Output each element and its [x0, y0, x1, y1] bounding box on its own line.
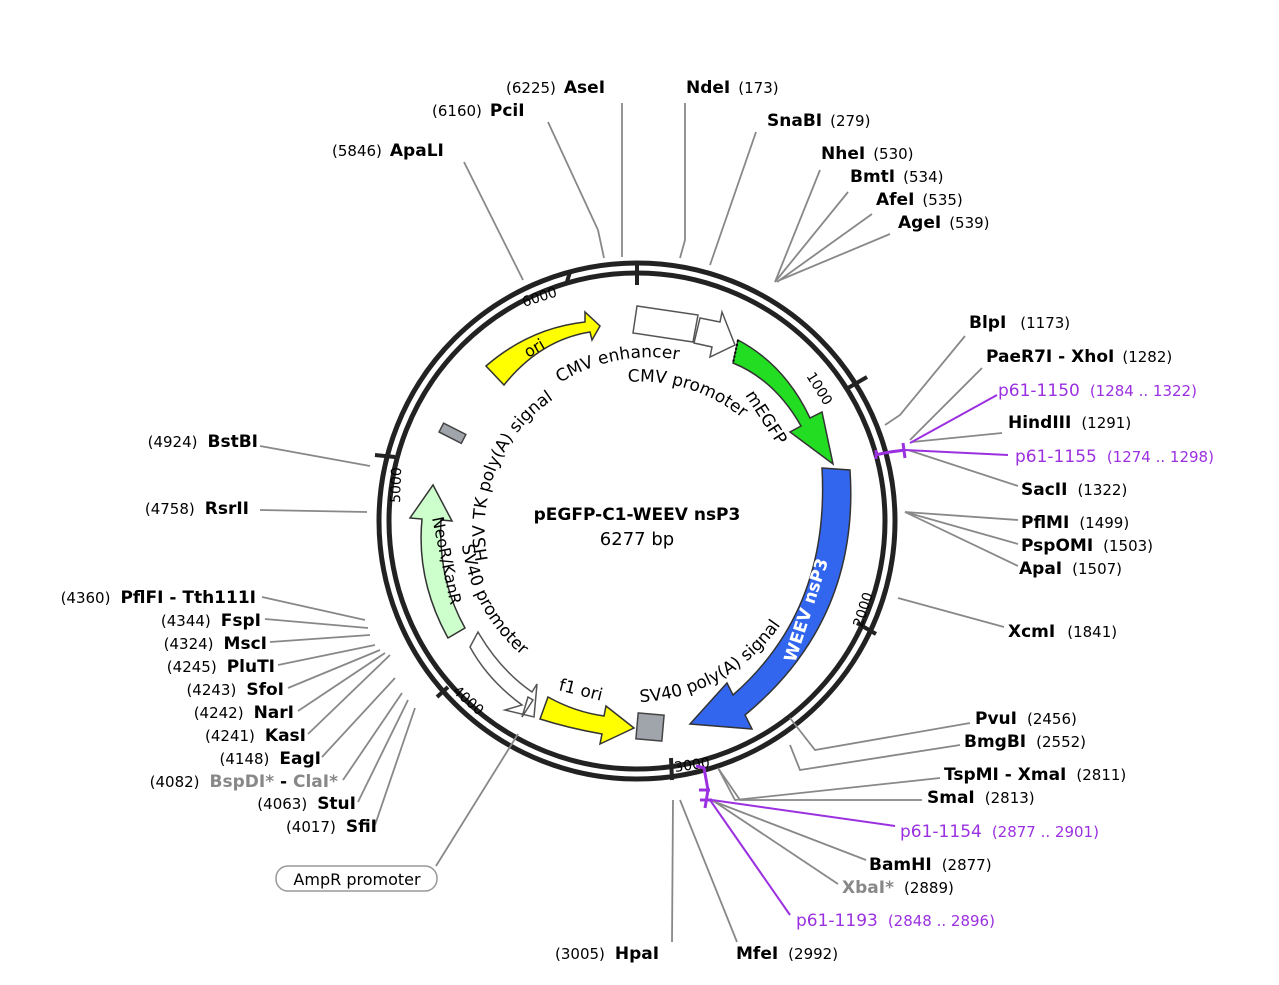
site-bamhi[interactable]: BamHI(2877) [869, 855, 992, 875]
label-f1-ori: f1 ori [557, 675, 605, 705]
tick-label-3000: 3000 [673, 755, 711, 776]
primer-p61-1150[interactable]: p61-1150(1284 .. 1322) [998, 381, 1197, 401]
site-eagi[interactable]: (4148)EagI [220, 749, 321, 769]
primer-p61-1193[interactable]: p61-1193(2848 .. 2896) [796, 911, 995, 931]
site-nari[interactable]: (4242)NarI [194, 703, 294, 723]
site-apai[interactable]: ApaI(1507) [1019, 559, 1122, 579]
primer-p61-1154[interactable]: p61-1154(2877 .. 2901) [900, 822, 1099, 842]
site-bmgbi[interactable]: BmgBI(2552) [964, 732, 1086, 752]
feature-cmv-enhancer[interactable] [632, 305, 699, 343]
tick-label-5000: 5000 [388, 467, 405, 503]
site-sfii[interactable]: (4017)SfiI [286, 817, 377, 837]
feature-ori[interactable] [484, 310, 601, 387]
site-afei[interactable]: AfeI(535) [876, 190, 963, 210]
site-paer7i-xhoi[interactable]: PaeR7I - XhoI(1282) [986, 347, 1172, 367]
tick-1000 [846, 375, 869, 390]
site-ndei[interactable]: NdeI(173) [686, 78, 779, 98]
svg-text:SV40 promoter: SV40 promoter [457, 543, 532, 660]
label-cmv-promoter: CMV promoter [627, 366, 751, 422]
site-rsrii[interactable]: (4758)RsrII [145, 499, 249, 519]
plasmid-name: pEGFP-C1-WEEV nsP3 [534, 505, 741, 525]
ampr-promoter-box[interactable]: AmpR promoter [275, 865, 438, 892]
site-tspmi-xmai[interactable]: TspMI - XmaI(2811) [944, 765, 1126, 785]
feature-f1-small[interactable] [521, 695, 535, 718]
primer-p61-1155[interactable]: p61-1155(1274 .. 1298) [1015, 447, 1214, 467]
tick-3000 [669, 757, 674, 781]
feature-cmv-promoter[interactable] [693, 309, 736, 359]
site-hindiii[interactable]: HindIII(1291) [1008, 413, 1131, 433]
features [408, 305, 852, 746]
feature-megfp[interactable] [732, 338, 835, 466]
site-labels-right: (6225)AseI NdeI(173) (6160)PciI SnaBI(27… [332, 78, 1214, 964]
site-snabi[interactable]: SnaBI(279) [767, 111, 870, 131]
site-agei[interactable]: AgeI(539) [898, 213, 990, 233]
plasmid-title: pEGFP-C1-WEEV nsP3 6277 bp [534, 505, 741, 550]
plasmid-size: 6277 bp [600, 529, 674, 550]
feature-neor[interactable] [408, 483, 467, 640]
site-pspomi[interactable]: PspOMI(1503) [1021, 536, 1153, 556]
site-xcmi[interactable]: XcmI(1841) [1008, 622, 1117, 642]
label-ampr-promoter: AmpR promoter [293, 870, 421, 889]
site-msci[interactable]: (4324)MscI [164, 634, 267, 654]
feature-sv40-polya[interactable] [635, 712, 665, 742]
site-blpi[interactable]: BlpI(1173) [969, 313, 1070, 333]
site-smai[interactable]: SmaI(2813) [927, 788, 1035, 808]
feature-sv40-promoter[interactable] [469, 630, 538, 718]
site-sacii[interactable]: SacII(1322) [1021, 480, 1127, 500]
site-pflfi-tth111i[interactable]: (4360)PflFI - Tth111I [61, 588, 256, 608]
site-pluti[interactable]: (4245)PluTI [167, 657, 275, 677]
tick-5000 [374, 453, 396, 459]
tick-marks [374, 263, 878, 781]
tick-4000 [435, 685, 450, 699]
site-stui[interactable]: (4063)StuI [257, 794, 356, 814]
feature-weev-nsp3[interactable] [688, 467, 852, 730]
leader-lines [259, 103, 1019, 943]
site-nhei[interactable]: NheI(530) [821, 144, 914, 164]
primer-marks [695, 394, 1009, 916]
site-bspdi-clai[interactable]: (4082)BspDI* - ClaI* [150, 772, 338, 792]
feature-hsv-polya[interactable] [438, 422, 467, 445]
site-pcii[interactable]: (6160)PciI [432, 101, 525, 121]
site-asei[interactable]: (6225)AseI [506, 78, 605, 98]
tick-6000 [564, 271, 572, 286]
svg-text:CMV promoter: CMV promoter [627, 366, 751, 422]
tick-2000 [855, 621, 878, 636]
site-labels-left: (4924)BstBI (4758)RsrII (4360)PflFI - Tt… [61, 432, 377, 837]
site-bstbi[interactable]: (4924)BstBI [148, 432, 258, 452]
site-pvui[interactable]: PvuI(2456) [975, 709, 1077, 729]
site-bmti[interactable]: BmtI(534) [850, 167, 943, 187]
site-fspi[interactable]: (4344)FspI [161, 611, 261, 631]
label-sv40-promoter: SV40 promoter [457, 543, 532, 660]
site-hpai[interactable]: (3005)HpaI [555, 944, 659, 964]
svg-text:HSV TK poly(A) signal: HSV TK poly(A) signal [470, 387, 557, 563]
site-mfei[interactable]: MfeI(2992) [736, 944, 838, 964]
site-pflmi[interactable]: PflMI(1499) [1021, 513, 1129, 533]
tick-label-1000: 1000 [803, 370, 835, 409]
site-xbai[interactable]: XbaI*(2889) [842, 878, 954, 898]
site-kasi[interactable]: (4241)KasI [205, 726, 306, 746]
feature-f1-ori[interactable] [539, 695, 636, 746]
site-sfoi[interactable]: (4243)SfoI [186, 680, 284, 700]
label-hsv-polya: HSV TK poly(A) signal [470, 387, 557, 563]
site-apali[interactable]: (5846)ApaLI [332, 141, 444, 161]
